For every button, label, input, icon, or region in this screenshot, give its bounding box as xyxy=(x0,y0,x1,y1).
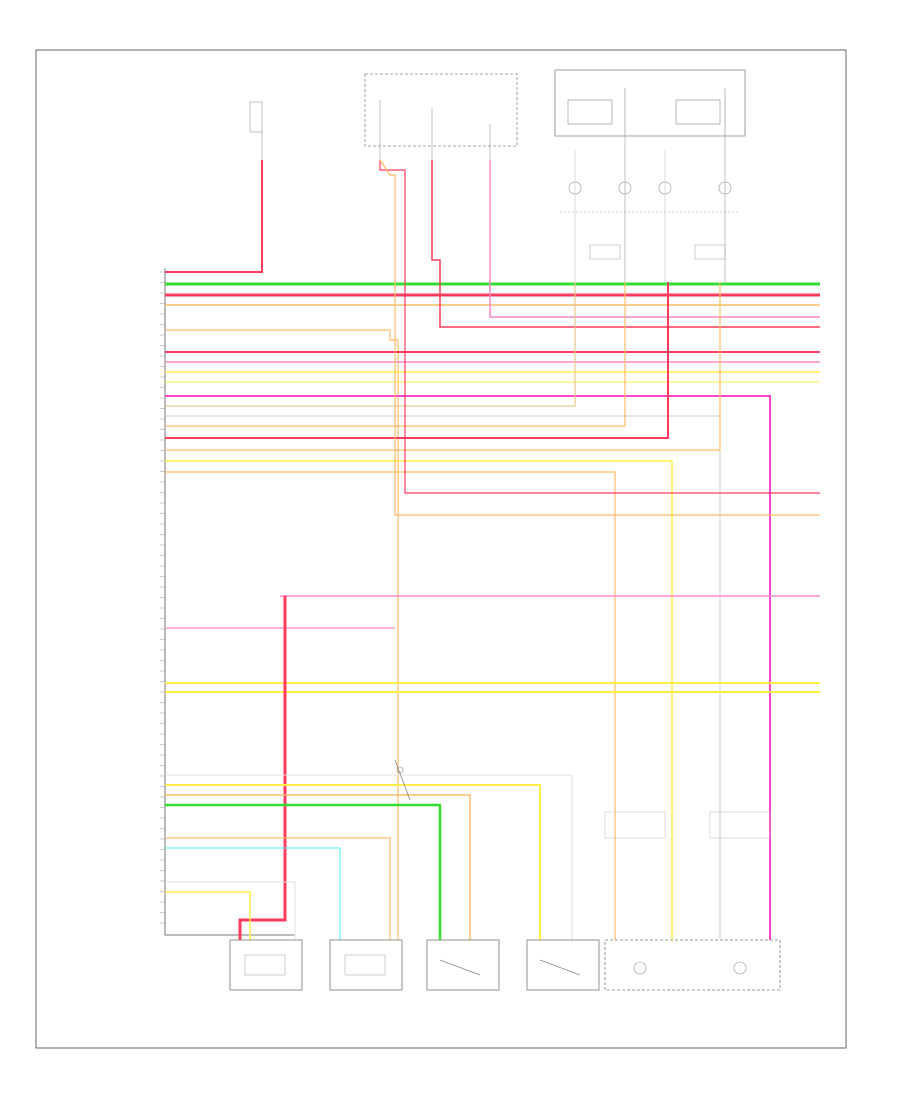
relay-block-right xyxy=(554,69,746,137)
temp-sensor-symbol xyxy=(394,759,411,801)
driver-seat-heater-switch xyxy=(229,939,303,991)
wire-orange-f xyxy=(165,794,471,940)
wire-yellow-f xyxy=(165,784,541,940)
wires xyxy=(165,159,820,940)
seat-cushion-heater xyxy=(604,939,781,991)
wire-red-fuse2 xyxy=(431,160,820,328)
fuse-block-center xyxy=(364,73,518,160)
wire-red-c xyxy=(379,160,820,494)
wire-magenta xyxy=(165,395,771,940)
wire-pink-fuse xyxy=(489,160,820,318)
connector-pins xyxy=(160,271,165,924)
left-seat-belt-sensor xyxy=(526,939,600,991)
wire-red-batt-feed xyxy=(165,160,263,273)
wire-tan-a xyxy=(165,282,576,407)
wire-orange-g xyxy=(165,837,391,940)
wire-orange-b xyxy=(165,282,626,427)
fuse-block-left xyxy=(249,101,263,160)
wire-cyan xyxy=(165,847,341,940)
wire-orange-d xyxy=(165,471,616,940)
wire-green-b xyxy=(165,803,442,940)
wire-white xyxy=(165,774,573,940)
diagram-border xyxy=(35,49,847,1049)
right-seat-belt-sensor xyxy=(426,939,500,991)
wire-red-vertical xyxy=(238,596,287,940)
bottom-components xyxy=(229,811,781,991)
wire-white-b xyxy=(165,881,296,940)
wire-red-b xyxy=(165,282,669,439)
seat-heater-elements xyxy=(560,135,740,282)
wire-yellow-g xyxy=(165,891,251,940)
wire-orange-c xyxy=(165,282,721,451)
wire-yellow-c xyxy=(165,460,673,940)
wire-orange-e xyxy=(379,159,820,516)
wire-orange-vertical xyxy=(165,329,399,940)
wire-gray xyxy=(165,415,721,940)
passenger-seat-heater-switch xyxy=(329,939,403,991)
